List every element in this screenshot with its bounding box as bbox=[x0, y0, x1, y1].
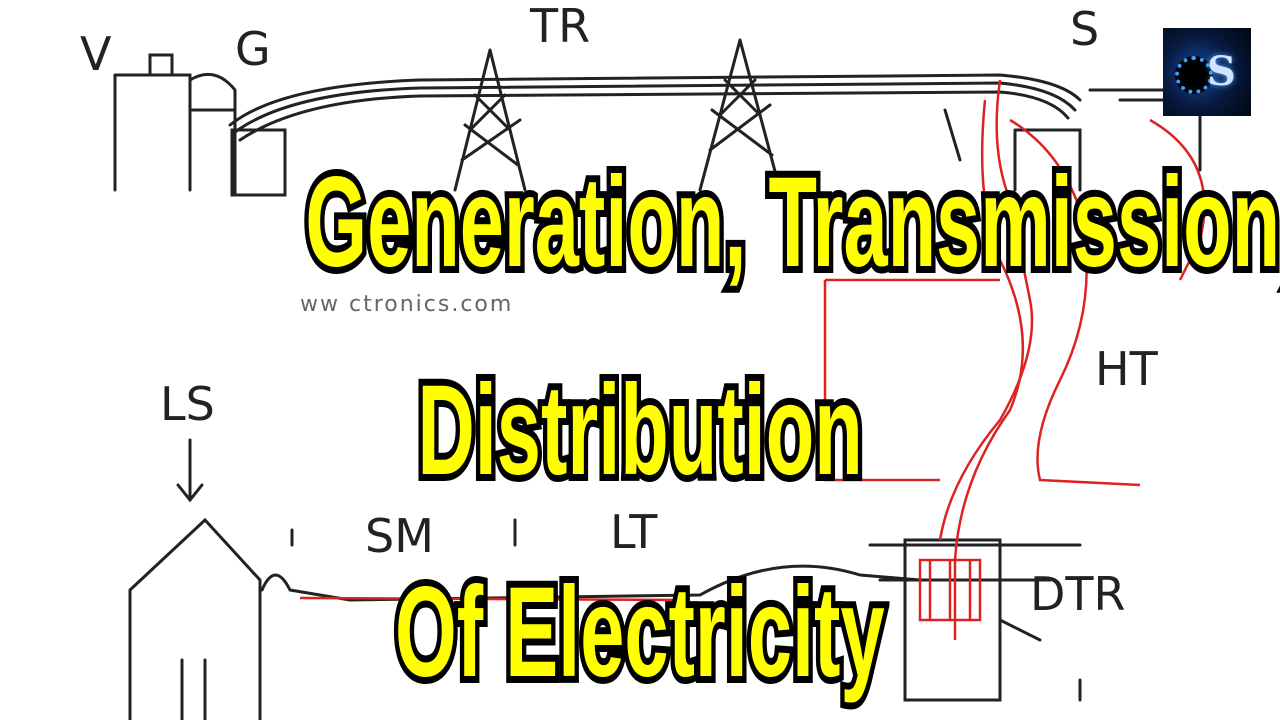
label-ls: LS bbox=[160, 377, 215, 431]
logo-letter: S bbox=[1207, 48, 1236, 95]
title-line-2: Distribution bbox=[0, 359, 1280, 502]
transmission-line bbox=[228, 73, 1082, 127]
label-g: G bbox=[235, 22, 271, 76]
logo-ring-icon bbox=[1175, 56, 1213, 94]
label-ht: HT bbox=[1095, 342, 1159, 396]
title-line-3: Of Electricity bbox=[0, 561, 1280, 704]
label-v: V bbox=[80, 27, 112, 81]
title-text-2: Distribution bbox=[413, 359, 867, 502]
title-text-3: Of Electricity bbox=[391, 561, 889, 704]
label-sm: SM bbox=[365, 509, 434, 563]
ht-red-wiring bbox=[299, 79, 1206, 640]
label-lt: LT bbox=[610, 505, 658, 559]
label-tr: TR bbox=[529, 0, 590, 53]
transmission-tower bbox=[698, 38, 782, 192]
label-s: S bbox=[1070, 2, 1099, 56]
label-dtr: DTR bbox=[1030, 567, 1125, 621]
distribution-transformer-drawing bbox=[868, 538, 1082, 702]
channel-logo: S bbox=[1163, 28, 1251, 116]
generating-station-drawing bbox=[113, 53, 192, 192]
generator-box bbox=[230, 128, 287, 197]
website-watermark: ww ctronics.com bbox=[300, 292, 514, 317]
arrow-down bbox=[176, 438, 204, 503]
transmission-tower bbox=[453, 48, 527, 192]
title-text-1: Generation, Transmission, bbox=[301, 151, 1280, 294]
lt-line bbox=[260, 564, 922, 602]
title-line-1: Generation, Transmission, bbox=[0, 151, 1280, 294]
house-drawing bbox=[128, 517, 262, 720]
